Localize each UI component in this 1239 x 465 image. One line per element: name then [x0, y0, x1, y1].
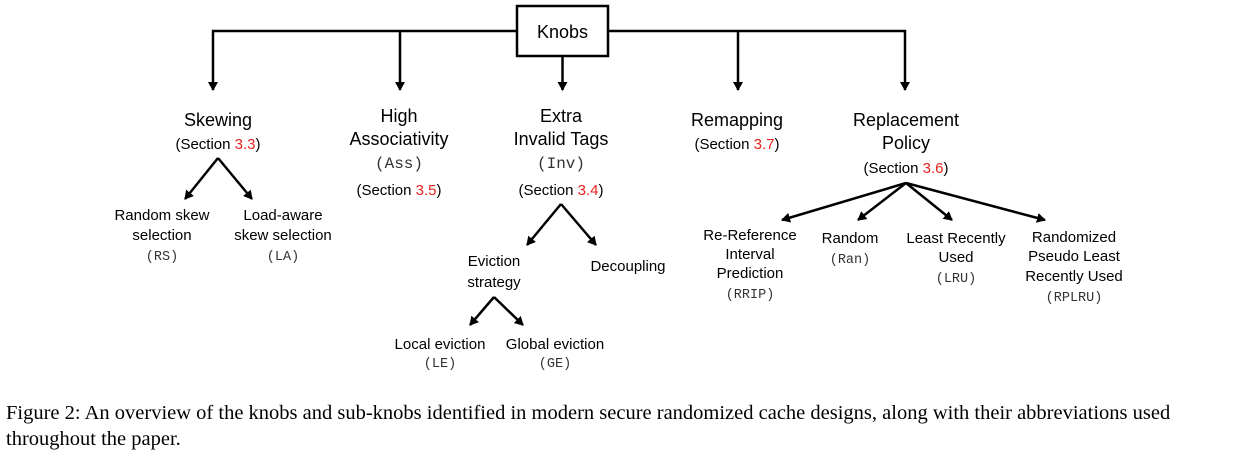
- figure-caption: Figure 2: An overview of the knobs and s…: [6, 402, 1171, 450]
- svg-text:Invalid Tags: Invalid Tags: [514, 129, 609, 149]
- svg-text:(GE): (GE): [539, 357, 571, 372]
- svg-text:(Ass): (Ass): [375, 155, 423, 173]
- svg-text:(LRU): (LRU): [936, 272, 977, 287]
- svg-text:Used: Used: [938, 249, 973, 266]
- node-associativity: High Associativity (Ass) (Section 3.5): [349, 106, 448, 199]
- node-random-skew: Random skew selection (RS): [114, 207, 209, 265]
- svg-text:(RRIP): (RRIP): [726, 288, 775, 303]
- svg-text:Pseudo Least: Pseudo Least: [1028, 248, 1121, 265]
- skewing-title: Skewing: [184, 110, 252, 130]
- svg-text:(LE): (LE): [424, 357, 456, 372]
- svg-text:Load-aware: Load-aware: [243, 207, 322, 224]
- svg-text:(Section 3.6): (Section 3.6): [863, 160, 948, 177]
- svg-text:(Section 3.4): (Section 3.4): [518, 182, 603, 199]
- skewing-section: (Section 3.3): [175, 136, 260, 153]
- svg-text:Least Recently: Least Recently: [906, 230, 1006, 247]
- knobs-root-label: Knobs: [537, 22, 588, 42]
- svg-text:(RPLRU): (RPLRU): [1046, 291, 1103, 306]
- svg-text:Recently Used: Recently Used: [1025, 268, 1123, 285]
- node-global-eviction: Global eviction (GE): [506, 336, 604, 372]
- svg-text:Remapping: Remapping: [691, 110, 783, 130]
- svg-text:Random: Random: [822, 230, 879, 247]
- svg-text:High: High: [380, 106, 417, 126]
- svg-text:(RS): (RS): [146, 250, 178, 265]
- node-random: Random (Ran): [822, 230, 879, 268]
- svg-text:Global eviction: Global eviction: [506, 336, 604, 353]
- node-rrip: Re-Reference Interval Prediction (RRIP): [703, 227, 796, 303]
- svg-text:Interval: Interval: [725, 246, 774, 263]
- svg-text:Random skew: Random skew: [114, 207, 209, 224]
- node-decoupling: Decoupling: [590, 258, 665, 275]
- svg-text:(LA): (LA): [267, 250, 299, 265]
- svg-text:Extra: Extra: [540, 106, 583, 126]
- svg-text:(Ran): (Ran): [830, 253, 871, 268]
- node-skewing: Skewing (Section 3.3): [175, 110, 260, 153]
- svg-text:Eviction: Eviction: [468, 253, 521, 270]
- inv-arrows: [526, 203, 597, 246]
- svg-text:(Section 3.5): (Section 3.5): [356, 182, 441, 199]
- svg-text:(Inv): (Inv): [537, 155, 585, 173]
- svg-text:Prediction: Prediction: [717, 265, 784, 282]
- node-lru: Least Recently Used (LRU): [906, 230, 1006, 287]
- svg-text:Randomized: Randomized: [1032, 229, 1116, 246]
- node-remapping: Remapping (Section 3.7): [691, 110, 783, 153]
- svg-text:selection: selection: [132, 227, 191, 244]
- knobs-diagram: Knobs Skewing (Section 3.3) Random skew …: [114, 4, 1123, 372]
- eviction-arrows: [469, 296, 524, 326]
- node-invalid-tags: Extra Invalid Tags (Inv) (Section 3.4): [514, 106, 609, 199]
- svg-text:strategy: strategy: [467, 274, 521, 291]
- svg-text:Re-Reference: Re-Reference: [703, 227, 796, 244]
- node-replacement-policy: Replacement Policy (Section 3.6): [853, 110, 959, 177]
- node-rplru: Randomized Pseudo Least Recently Used (R…: [1025, 229, 1123, 306]
- skewing-arrows: [184, 157, 253, 200]
- svg-text:Associativity: Associativity: [349, 129, 448, 149]
- node-eviction-strategy: Eviction strategy: [467, 253, 521, 291]
- svg-text:Local eviction: Local eviction: [395, 336, 486, 353]
- svg-text:skew selection: skew selection: [234, 227, 332, 244]
- node-local-eviction: Local eviction (LE): [395, 336, 486, 372]
- svg-text:Policy: Policy: [882, 133, 930, 153]
- svg-text:Replacement: Replacement: [853, 110, 959, 130]
- replacement-arrows: [781, 181, 1046, 223]
- svg-text:(Section 3.7): (Section 3.7): [694, 136, 779, 153]
- node-load-aware: Load-aware skew selection (LA): [234, 207, 332, 265]
- top-connectors: [208, 29, 910, 91]
